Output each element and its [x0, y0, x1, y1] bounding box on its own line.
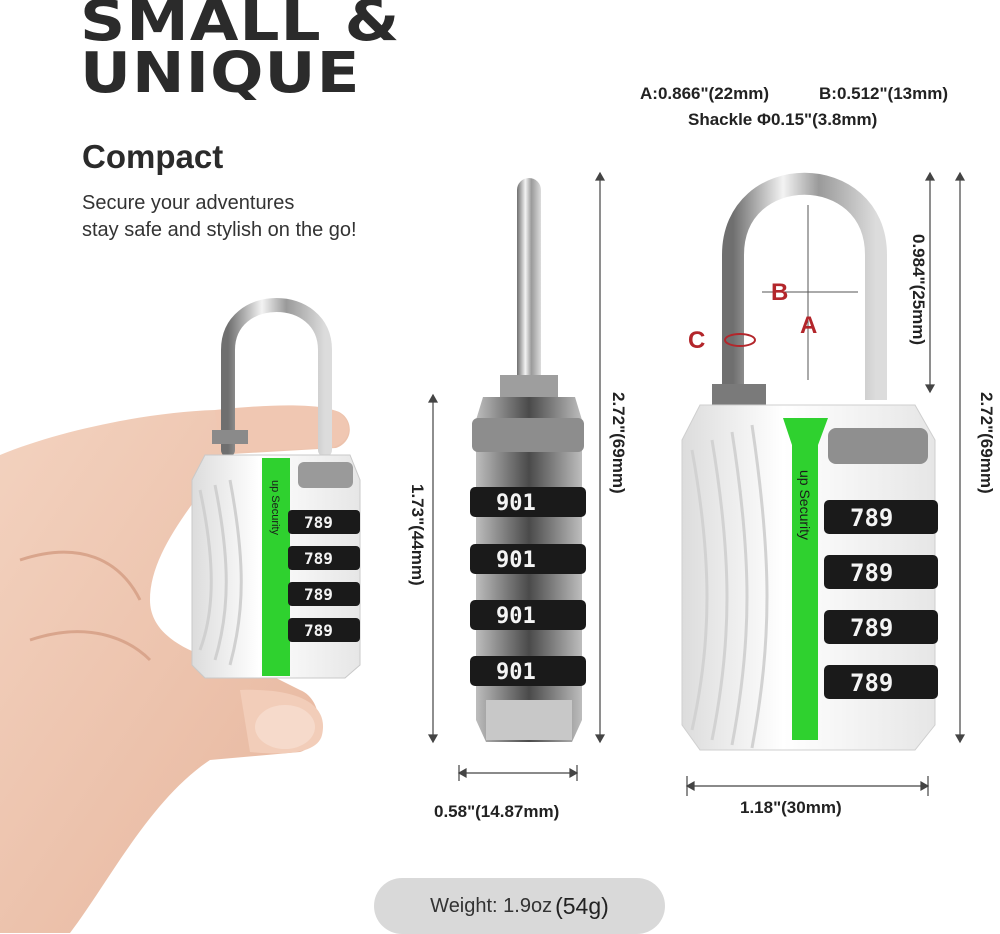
front-height-label: 2.72"(69mm) — [977, 392, 996, 494]
dimension-lines — [427, 171, 966, 796]
front-dial-2: 789 — [850, 559, 893, 587]
small-lock: 789 789 789 789 up Security — [191, 298, 361, 679]
weight-value: (54g) — [555, 892, 609, 919]
weight-badge: Weight: 1.9oz(54g) — [374, 878, 665, 934]
side-width-label: 0.58"(14.87mm) — [434, 802, 560, 821]
side-dial-2: 901 — [496, 548, 536, 573]
small-brand-text: up Security — [269, 480, 281, 536]
front-view-lock: 789 789 789 789 up Security — [681, 172, 938, 751]
headline: SMALL & UNIQUE — [80, 0, 399, 102]
spec-a: A:0.866"(22mm) — [640, 84, 770, 103]
side-dial-3: 901 — [496, 604, 536, 629]
front-dial-4: 789 — [850, 669, 893, 697]
shackle-height-label: 0.984"(25mm) — [909, 234, 928, 346]
small-dial-2: 789 — [304, 549, 333, 568]
hand-image — [0, 405, 350, 933]
tagline-line1: Secure your adventures — [82, 192, 295, 214]
tagline-line2: stay safe and stylish on the go! — [82, 219, 357, 241]
subheading: Compact — [82, 138, 224, 175]
body-height-label: 1.73"(44mm) — [408, 484, 427, 586]
headline-line2: UNIQUE — [80, 41, 361, 106]
small-dial-4: 789 — [304, 621, 333, 640]
front-width-label: 1.18"(30mm) — [740, 798, 842, 817]
front-dial-3: 789 — [850, 614, 893, 642]
marker-c: C — [688, 327, 706, 354]
marker-a: A — [800, 312, 818, 339]
marker-b: B — [771, 279, 789, 306]
side-dial-1: 901 — [496, 491, 536, 516]
front-brand-text: up Security — [797, 470, 813, 540]
spec-b: B:0.512"(13mm) — [819, 84, 949, 103]
headline-line1: SMALL & — [80, 0, 401, 54]
weight-label: Weight: 1.9oz — [430, 894, 553, 917]
small-dial-3: 789 — [304, 585, 333, 604]
tagline: Secure your adventures stay safe and sty… — [82, 190, 357, 244]
side-height-label: 2.72"(69mm) — [609, 392, 628, 494]
side-view-lock: 901 901 901 901 — [470, 178, 586, 742]
front-dial-1: 789 — [850, 504, 893, 532]
spec-shackle: Shackle Φ0.15"(3.8mm) — [688, 110, 878, 129]
side-dial-4: 901 — [496, 660, 536, 685]
small-dial-1: 789 — [304, 513, 333, 532]
